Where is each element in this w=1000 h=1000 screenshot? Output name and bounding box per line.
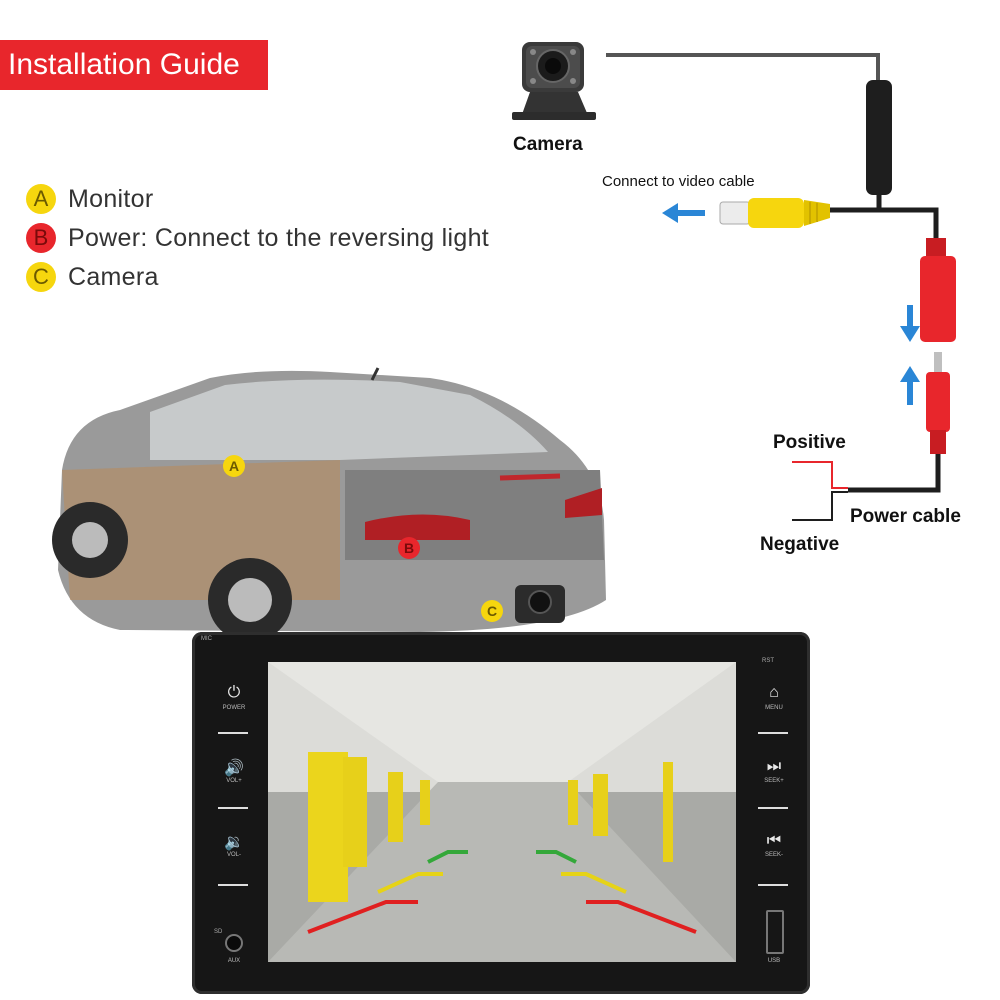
divider <box>218 807 248 809</box>
sd-label: SD <box>214 929 223 935</box>
negative-label: Negative <box>760 534 840 555</box>
inline-splitter <box>866 80 892 195</box>
divider <box>758 884 788 886</box>
positive-wire <box>792 461 848 489</box>
camera-label: Camera <box>513 134 583 155</box>
seek-forward-label: SEEK+ <box>764 778 784 784</box>
volume-up-icon[interactable]: 🔊 <box>224 760 244 777</box>
legend-item-camera: C Camera <box>26 261 159 293</box>
car-illustration <box>52 367 606 640</box>
power-button-label: POWER <box>222 705 246 711</box>
divider <box>758 732 788 734</box>
seek-back-label: SEEK- <box>764 852 783 858</box>
wiring-diagram <box>52 42 956 640</box>
seek-forward-icon[interactable]: ⏭ <box>766 758 782 775</box>
monitor-frame: MIC RST SD ⏻ POWER 🔊 VOL+ 🔉 VOL- AUX <box>192 632 810 994</box>
home-icon[interactable]: ⌂ <box>769 684 779 701</box>
camera-screen <box>268 662 736 962</box>
legend-badge-a: A <box>26 184 56 214</box>
mic-label: MIC <box>201 636 212 642</box>
car-marker-c: C <box>481 600 503 622</box>
power-icon[interactable]: ⏻ <box>227 684 241 701</box>
dc-connector-female <box>920 238 956 342</box>
dc-connector-male <box>926 352 950 454</box>
usb-label: USB <box>767 958 781 964</box>
negative-wire <box>792 491 848 521</box>
power-cable-label: Power cable <box>850 506 961 527</box>
rca-plug-yellow <box>719 198 830 228</box>
divider <box>218 884 248 886</box>
legend-item-power: B Power: Connect to the reversing light <box>26 222 489 254</box>
legend-badge-b: B <box>26 223 56 253</box>
vol-up-label: VOL+ <box>226 778 242 784</box>
divider <box>218 732 248 734</box>
menu-label: MENU <box>765 705 783 711</box>
vol-down-label: VOL- <box>226 852 241 858</box>
seek-back-icon[interactable]: ⏮ <box>766 832 782 849</box>
legend-text-power: Power: Connect to the reversing light <box>68 223 490 252</box>
camera-icon <box>512 42 596 120</box>
aux-label: AUX <box>227 958 241 964</box>
video-cable-label: Connect to video cable <box>602 173 755 190</box>
title-banner: Installation Guide <box>0 40 268 90</box>
car-marker-b: B <box>398 537 420 559</box>
positive-label: Positive <box>773 432 846 453</box>
volume-down-icon[interactable]: 🔉 <box>224 834 244 851</box>
aux-jack[interactable] <box>225 934 243 952</box>
car-marker-a: A <box>223 455 245 477</box>
usb-port[interactable] <box>766 910 784 954</box>
legend-text-monitor: Monitor <box>68 184 154 213</box>
parking-view <box>268 662 736 962</box>
legend-text-camera: Camera <box>68 262 159 291</box>
legend-badge-c: C <box>26 262 56 292</box>
divider <box>758 807 788 809</box>
legend-item-monitor: A Monitor <box>26 183 153 215</box>
rst-label: RST <box>762 658 774 664</box>
page-title: Installation Guide <box>8 48 240 81</box>
power-cable <box>848 454 941 493</box>
